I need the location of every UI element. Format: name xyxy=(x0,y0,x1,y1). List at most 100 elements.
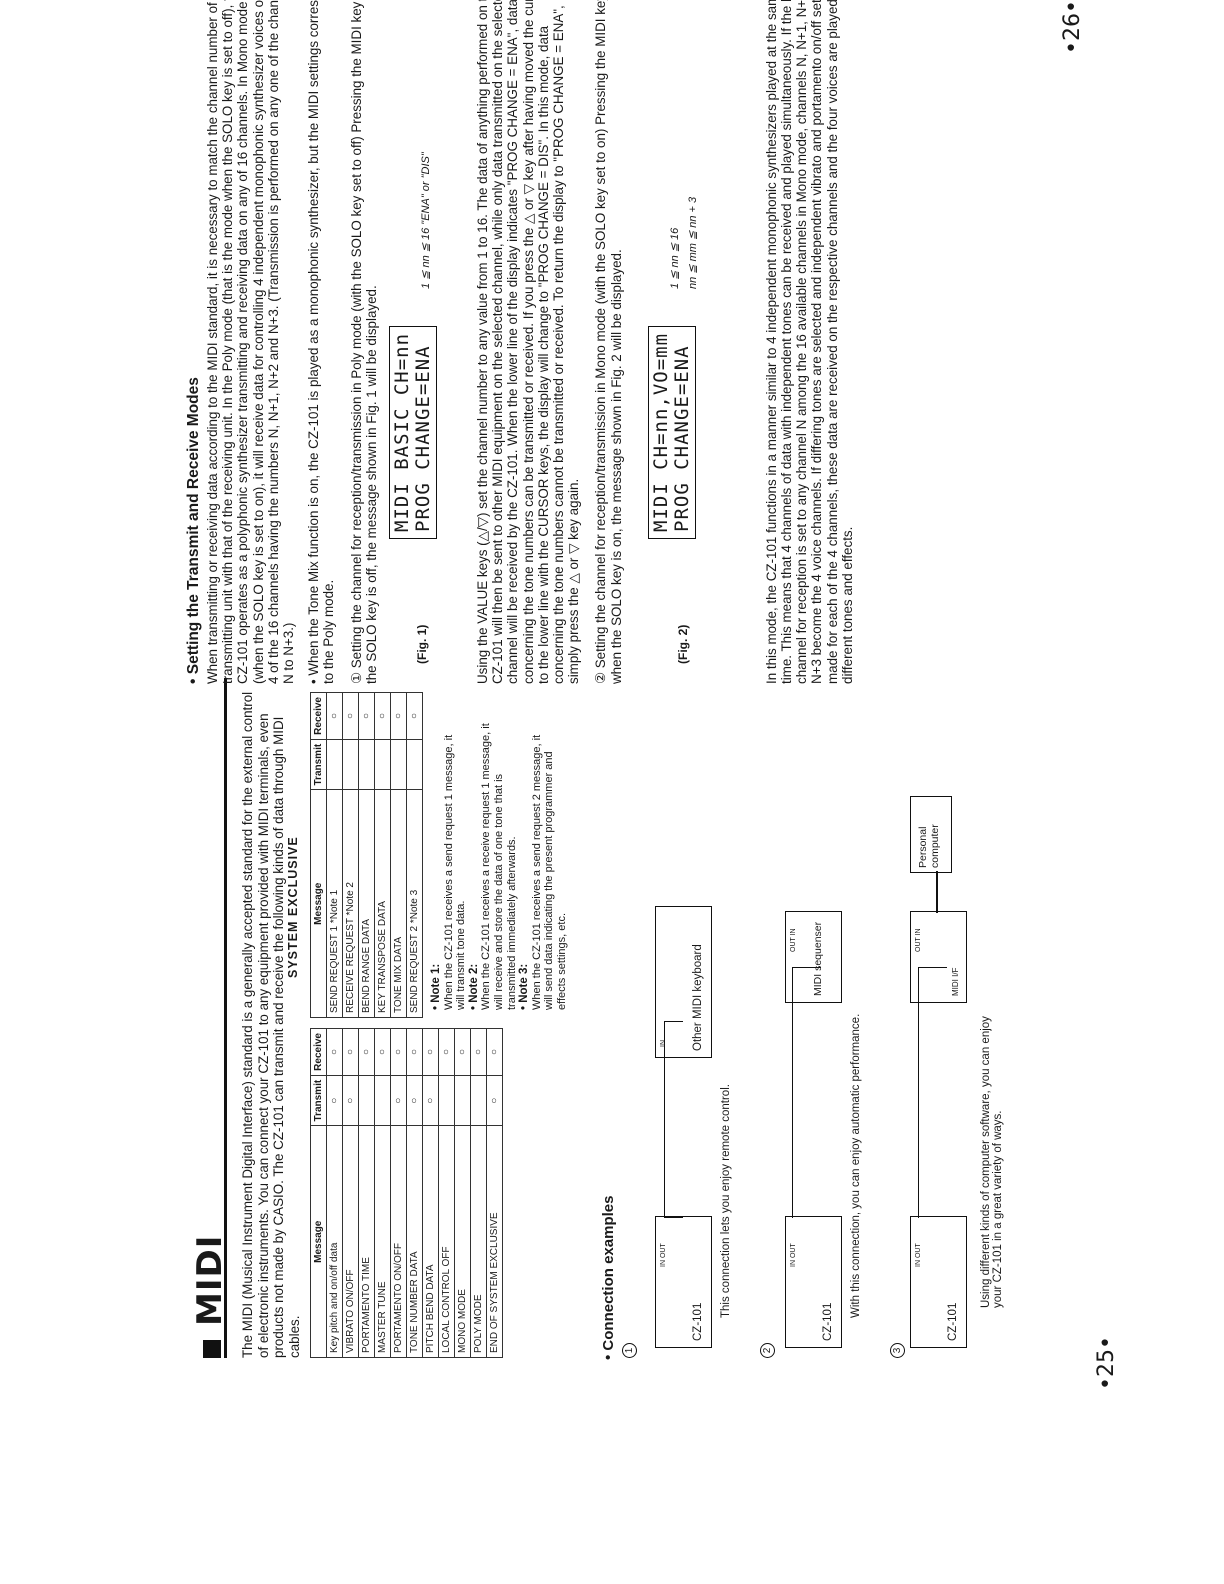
keyboard-box: IN Other MIDI keyboard xyxy=(655,906,712,1058)
connection-heading: • Connection examples xyxy=(600,1195,617,1360)
sysex-title: SYSTEM EXCLUSIVE xyxy=(286,836,300,978)
step-1: ① Setting the channel for reception/tran… xyxy=(348,0,379,684)
midi-table-cell: TONE NUMBER DATA xyxy=(406,1126,423,1358)
sysex-table-row: RECEIVE REQUEST *Note 2 ○ xyxy=(342,692,359,1018)
midi-table-row: TONE NUMBER DATA○○ xyxy=(406,1028,423,1358)
sysex-table-cell xyxy=(358,739,375,790)
sysex-table-header-0: Message xyxy=(310,790,327,1018)
midi-table-cell: LOCAL CONTROL OFF xyxy=(438,1126,455,1358)
midi-table-cell: ○ xyxy=(326,1028,343,1076)
midi-table-cell: PORTAMENTO TIME xyxy=(358,1126,375,1358)
midi-table-cell: ○ xyxy=(374,1028,391,1076)
value-keys-paragraph: Using the VALUE keys (△/▽) set the chann… xyxy=(475,0,582,684)
note-head: • Note 3: xyxy=(518,963,531,1010)
midi-table-row: PITCH BEND DATA○○ xyxy=(422,1028,439,1358)
sysex-table-row: SEND REQUEST 1 *Note 1 ○ xyxy=(326,692,343,1018)
example-1-caption: This connection lets you enjoy remote co… xyxy=(720,1084,732,1318)
sysex-table-cell: KEY TRANSPOSE DATA xyxy=(374,790,391,1018)
midi-table-row: VIBRATO ON/OFF○○ xyxy=(342,1028,359,1358)
sysex-table-cell: ○ xyxy=(374,692,391,740)
example-1-marker: 1 xyxy=(622,1343,637,1358)
cz101-box-1: IN OUT CZ-101 xyxy=(655,1216,712,1348)
sysex-table-cell: ○ xyxy=(326,692,343,740)
sysex-table-row: SEND REQUEST 2 *Note 3○ xyxy=(406,692,423,1018)
note-head: • Note 2: xyxy=(467,963,480,1010)
right-page: • Setting the Transmit and Receive Modes… xyxy=(185,0,855,684)
figure-1: (Fig. 1) MIDI BASIC CH=nn PROG CHANGE=EN… xyxy=(379,0,469,684)
computer-box: Personal computer xyxy=(910,796,952,873)
note-text: When the CZ-101 receives a send request … xyxy=(442,734,468,1010)
sysex-table-cell: SEND REQUEST 1 *Note 1 xyxy=(326,790,343,1018)
example-3-caption: Using different kinds of computer softwa… xyxy=(980,1016,1004,1308)
midi-table-cell: ○ xyxy=(390,1028,407,1076)
cz101-box-3: IN OUT CZ-101 xyxy=(910,1216,967,1348)
lcd-display-1: MIDI BASIC CH=nn PROG CHANGE=ENA xyxy=(389,325,438,539)
lcd-display-2: MIDI CH=nn,VO=mm PROG CHANGE=ENA xyxy=(647,325,696,539)
mono-mode-paragraph: In this mode, the CZ-101 functions in a … xyxy=(763,0,855,684)
midi-table-cell: ○ xyxy=(438,1028,455,1076)
square-bullet-icon xyxy=(202,1340,221,1358)
midi-table-cell: PITCH BEND DATA xyxy=(422,1126,439,1358)
sysex-table-cell: ○ xyxy=(390,692,407,740)
midi-table-cell: ○ xyxy=(390,1075,407,1126)
midi-table-row: PORTAMENTO TIME ○ xyxy=(358,1028,375,1358)
note-3: • Note 3:When the CZ-101 receives a send… xyxy=(518,720,568,1010)
section-heading: • Setting the Transmit and Receive Modes xyxy=(185,377,202,684)
midi-table-cell: ○ xyxy=(486,1028,503,1076)
example-2-caption: With this connection, you can enjoy auto… xyxy=(850,1013,862,1318)
midi-table-cell: MASTER TUNE xyxy=(374,1126,391,1358)
sysex-table-cell: ○ xyxy=(406,692,423,740)
midi-table-header-1: Transmit xyxy=(310,1075,327,1126)
sysex-table-cell: RECEIVE REQUEST *Note 2 xyxy=(342,790,359,1018)
midi-table-row: END OF SYSTEM EXCLUSIVE○○ xyxy=(486,1028,503,1358)
transmit-intro: When transmitting or receiving data acco… xyxy=(205,0,297,684)
midi-table-cell xyxy=(438,1075,455,1126)
connection-examples: • Connection examples 1 IN OUT CZ-101 IN… xyxy=(600,658,1160,1360)
sysex-table-cell: ○ xyxy=(358,692,375,740)
midi-table-row: Key pitch and on/off data○○ xyxy=(326,1028,343,1358)
sysex-table-row: TONE MIX DATA ○ xyxy=(390,692,407,1018)
midi-cable-3 xyxy=(918,967,947,1218)
midi-table-cell: ○ xyxy=(406,1075,423,1126)
sysex-table-cell: TONE MIX DATA xyxy=(390,790,407,1018)
note-1: • Note 1:When the CZ-101 receives a send… xyxy=(430,720,468,1010)
figure-2: (Fig. 2) MIDI CH=nn,VO=mm PROG CHANGE=EN… xyxy=(647,196,699,664)
midi-table-row: POLY MODE○ xyxy=(470,1028,487,1358)
sequencer-box: OUT IN MIDI sequenser xyxy=(785,911,842,1003)
midi-table-cell: ○ xyxy=(422,1075,439,1126)
computer-link xyxy=(936,871,938,913)
midi-table-cell xyxy=(470,1075,487,1126)
midi-table-cell: Key pitch and on/off data xyxy=(326,1126,343,1358)
sysex-table-cell: ○ xyxy=(342,692,359,740)
midi-table-cell: ○ xyxy=(342,1075,359,1126)
midi-table-row: MONO MODE○ xyxy=(454,1028,471,1358)
midi-table-header-0: Message xyxy=(310,1126,327,1358)
midi-table-header-2: Receive xyxy=(310,1028,327,1076)
tone-mix-note: • When the Tone Mix function is on, the … xyxy=(306,0,337,684)
sysex-notes: • Note 1:When the CZ-101 receives a send… xyxy=(430,720,569,1010)
note-head: • Note 1: xyxy=(430,963,442,1010)
midi-table-cell: ○ xyxy=(486,1075,503,1126)
cz101-box-2: IN OUT CZ-101 xyxy=(785,1216,842,1348)
note-text: When the CZ-101 receives a receive reque… xyxy=(480,723,518,1010)
midi-table-cell: PORTAMENTO ON/OFF xyxy=(390,1126,407,1358)
sysex-table-cell: BEND RANGE DATA xyxy=(358,790,375,1018)
midi-table-cell: ○ xyxy=(358,1028,375,1076)
midi-table-cell: ○ xyxy=(326,1075,343,1126)
intro-paragraph: The MIDI (Musical Instrument Digital Int… xyxy=(240,691,302,1358)
sysex-table-cell xyxy=(342,739,359,790)
midi-table-cell: ○ xyxy=(454,1028,471,1076)
midi-table-cell xyxy=(454,1075,471,1126)
sysex-table-row: KEY TRANSPOSE DATA ○ xyxy=(374,692,391,1018)
midi-table-row: PORTAMENTO ON/OFF○○ xyxy=(390,1028,407,1358)
midi-table-cell: ○ xyxy=(470,1028,487,1076)
midi-table-cell: ○ xyxy=(342,1028,359,1076)
sysex-table-cell xyxy=(406,739,423,790)
midi-table-cell xyxy=(374,1075,391,1126)
midi-table-cell: ○ xyxy=(422,1028,439,1076)
example-3-marker: 3 xyxy=(890,1343,905,1358)
note-2: • Note 2:When the CZ-101 receives a rece… xyxy=(468,720,518,1010)
page-number-right: •26• xyxy=(1060,0,1085,54)
